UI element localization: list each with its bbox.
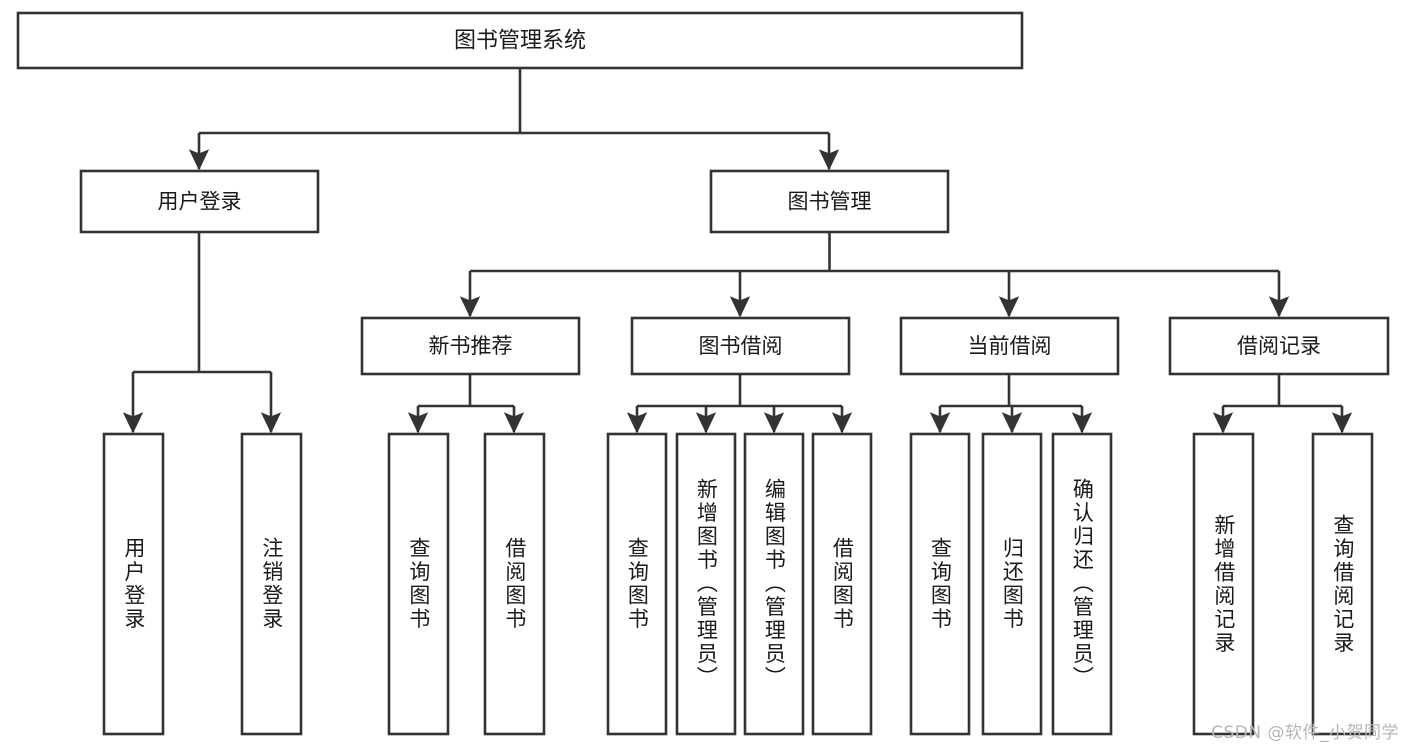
node-label-new-book-rec: 新书推荐 [429, 334, 513, 358]
node-book-manage[interactable] [709, 169, 950, 234]
node-new-book-rec[interactable] [360, 316, 581, 376]
leaf-leaf-logout[interactable] [240, 432, 303, 736]
node-label-user-login: 用户登录 [158, 190, 242, 214]
leaf-leaf-query-book-cur[interactable] [909, 432, 971, 736]
leaf-leaf-borrow-book-rec[interactable] [483, 432, 546, 736]
leaf-leaf-edit-book[interactable] [743, 432, 805, 736]
node-label-book-borrow: 图书借阅 [699, 334, 783, 358]
leaf-leaf-query-record[interactable] [1311, 432, 1374, 736]
leaf-leaf-query-book-borrow[interactable] [606, 432, 668, 736]
leaf-leaf-confirm-return[interactable] [1051, 432, 1113, 736]
leaf-leaf-query-book-rec[interactable] [387, 432, 450, 736]
node-root[interactable] [16, 11, 1024, 70]
leaf-leaf-borrow-book[interactable] [811, 432, 873, 736]
leaf-leaf-add-book[interactable] [675, 432, 737, 736]
node-borrow-record[interactable] [1168, 316, 1390, 376]
node-label-current-borrow: 当前借阅 [968, 334, 1052, 358]
leaf-leaf-user-login[interactable] [102, 432, 165, 736]
node-label-root: 图书管理系统 [454, 29, 586, 54]
node-book-borrow[interactable] [630, 316, 851, 376]
node-label-borrow-record: 借阅记录 [1237, 334, 1321, 358]
leaf-leaf-add-record[interactable] [1192, 432, 1255, 736]
node-current-borrow[interactable] [899, 316, 1120, 376]
node-user-login[interactable] [79, 169, 320, 234]
leaf-leaf-return-book[interactable] [981, 432, 1043, 736]
node-label-book-manage: 图书管理 [788, 190, 872, 214]
edges-layer [122, 68, 1353, 434]
csdn-watermark: CSDN @软件_小贺同学 [1211, 723, 1399, 743]
